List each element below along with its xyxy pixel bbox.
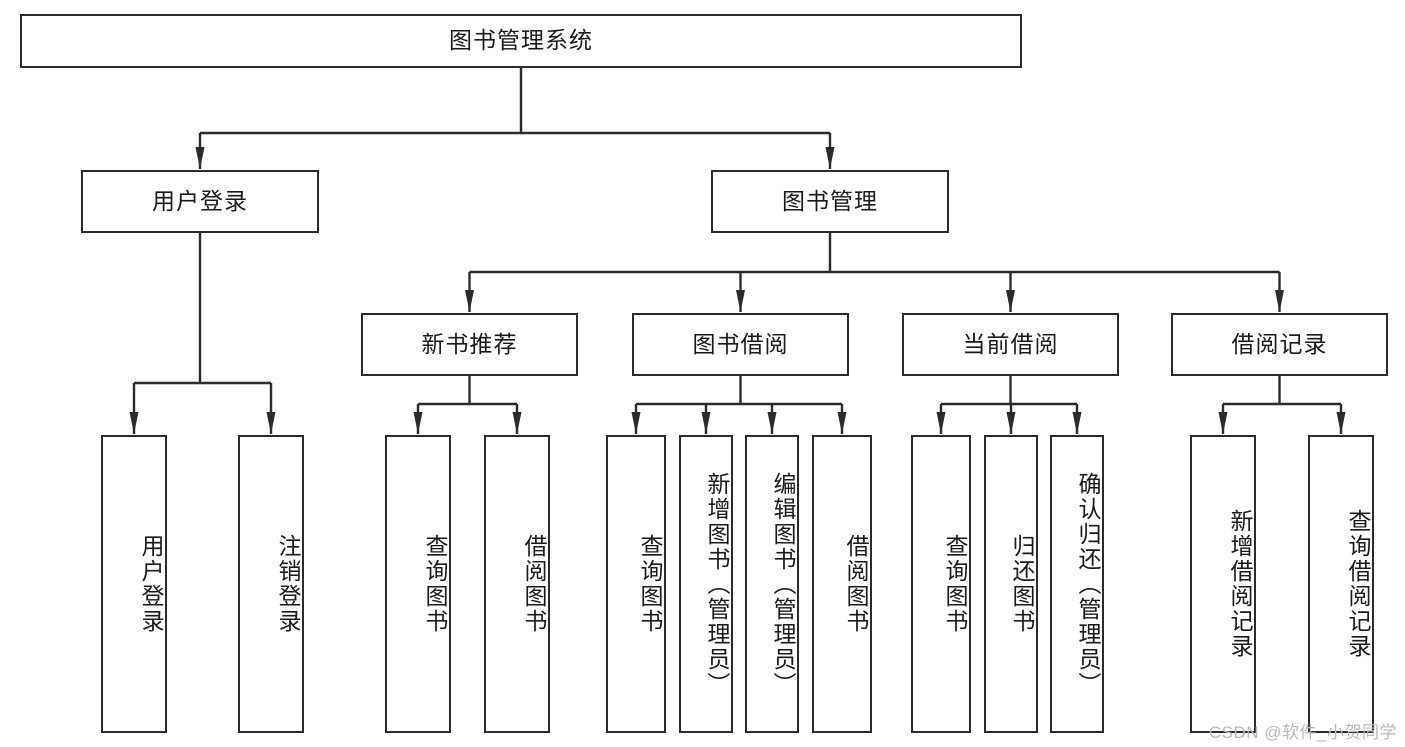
connector-arrowhead [936, 412, 946, 434]
connector-arrowhead [736, 290, 745, 312]
node-label: 查询借阅记录 [1345, 509, 1371, 659]
node-leaf-query-record[interactable]: 查询借阅记录 [1308, 435, 1374, 733]
node-label: 归还图书 [1009, 534, 1035, 634]
node-book-borrow[interactable]: 图书借阅 [632, 313, 849, 376]
node-label: 借阅图书 [843, 534, 869, 634]
connector-arrowhead [767, 412, 777, 434]
node-label: 确认归还（管理员） [1075, 471, 1101, 697]
node-leaf-confirm-return[interactable]: 确认归还（管理员） [1050, 435, 1104, 733]
node-leaf-query-book-borrow[interactable]: 查询图书 [606, 435, 666, 733]
connector-arrowhead [266, 412, 276, 434]
node-label: 新增借阅记录 [1227, 509, 1253, 659]
node-label: 查询图书 [637, 534, 663, 634]
node-label: 图书借阅 [692, 330, 789, 357]
node-label: 查询图书 [942, 534, 968, 634]
node-borrow-record[interactable]: 借阅记录 [1171, 313, 1388, 376]
node-label: 注销登录 [275, 534, 301, 634]
node-leaf-add-record[interactable]: 新增借阅记录 [1190, 435, 1256, 733]
node-new-book-rec[interactable]: 新书推荐 [361, 313, 578, 376]
node-label: 图书管理 [782, 187, 878, 214]
node-label: 图书管理系统 [449, 27, 593, 54]
connector-arrowhead [413, 412, 423, 434]
connector-arrowhead [512, 412, 522, 434]
connector-arrowhead [701, 412, 711, 434]
node-leaf-logout[interactable]: 注销登录 [238, 435, 304, 733]
node-book-manage[interactable]: 图书管理 [711, 170, 949, 233]
node-leaf-user-login[interactable]: 用户登录 [101, 435, 167, 733]
connector-arrowhead [1336, 412, 1346, 434]
connector-arrowhead [465, 290, 474, 312]
node-leaf-add-book[interactable]: 新增图书（管理员） [679, 435, 733, 733]
connector-arrowhead [195, 147, 205, 169]
node-current-borrow[interactable]: 当前借阅 [902, 313, 1119, 376]
node-user-login[interactable]: 用户登录 [81, 170, 319, 233]
node-label: 新书推荐 [421, 330, 518, 357]
connector-arrowhead [631, 412, 641, 434]
node-label: 用户登录 [152, 187, 248, 214]
node-leaf-query-book-rec[interactable]: 查询图书 [385, 435, 451, 733]
connector-arrowhead [837, 412, 847, 434]
node-leaf-query-book-current[interactable]: 查询图书 [911, 435, 971, 733]
connector-arrowhead [1072, 412, 1082, 434]
watermark: CSDN @软件_小贺同学 [1208, 723, 1397, 742]
node-leaf-borrow-book[interactable]: 借阅图书 [812, 435, 872, 733]
node-leaf-borrow-book-rec[interactable]: 借阅图书 [484, 435, 550, 733]
node-leaf-edit-book[interactable]: 编辑图书（管理员） [745, 435, 799, 733]
node-label: 当前借阅 [962, 330, 1059, 357]
connector-arrowhead [1218, 412, 1228, 434]
node-leaf-return-book[interactable]: 归还图书 [984, 435, 1038, 733]
node-label: 查询图书 [422, 534, 448, 634]
connector-arrowhead [129, 412, 139, 434]
node-label: 借阅记录 [1231, 330, 1328, 357]
connector-arrowhead [825, 147, 835, 169]
node-label: 新增图书（管理员） [704, 471, 730, 697]
connector-arrowhead [1006, 412, 1016, 434]
node-label: 借阅图书 [521, 534, 547, 634]
connector-arrowhead [1275, 290, 1284, 312]
node-label: 用户登录 [138, 534, 164, 634]
connector-arrowhead [1006, 290, 1015, 312]
node-label: 编辑图书（管理员） [770, 471, 796, 697]
node-root[interactable]: 图书管理系统 [20, 14, 1022, 68]
